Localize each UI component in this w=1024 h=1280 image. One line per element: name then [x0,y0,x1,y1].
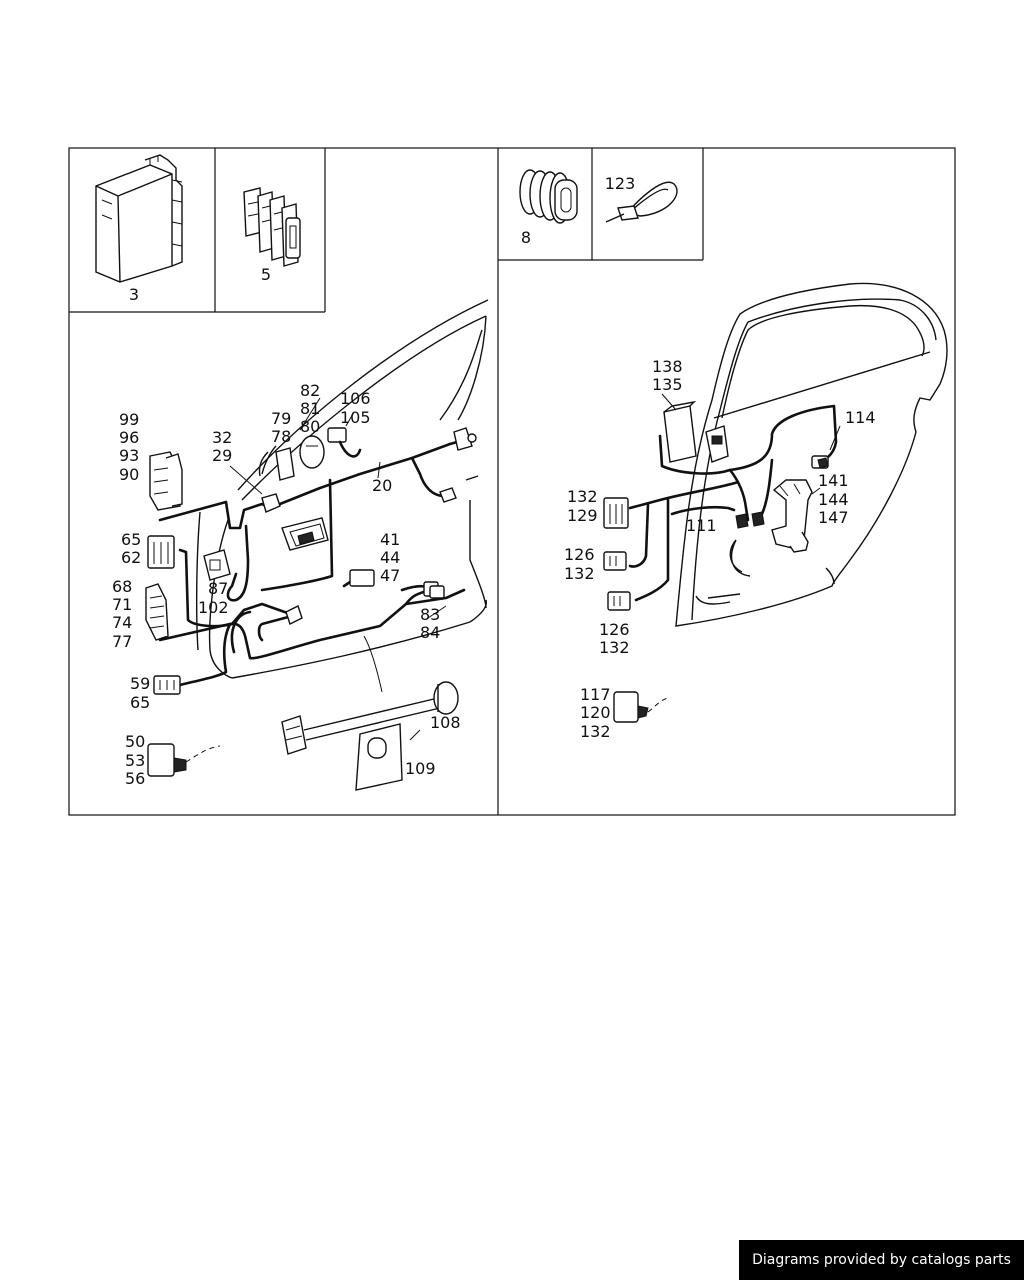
callout-105: 105 [340,408,371,427]
callout-109: 109 [405,759,436,778]
callout-147: 147 [818,508,849,527]
callout-81: 81 [300,399,320,418]
callout-78: 78 [271,427,291,446]
callout-111: 111 [686,516,717,535]
callout-144: 144 [818,490,849,509]
callout-5: 5 [261,265,271,284]
grommet-part [519,169,578,224]
callout-126-lower: 126 [599,620,630,639]
callout-56: 56 [125,769,145,788]
callout-41: 41 [380,530,400,549]
callout-138: 138 [652,357,683,376]
rear-door-components [603,400,829,723]
callout-108: 108 [430,713,461,732]
rear-callouts: 138 135 114 132 129 111 141 144 147 126 … [564,357,876,741]
front-leader-lines [229,397,447,741]
callout-96: 96 [119,428,139,447]
callout-114: 114 [845,408,876,427]
callout-83: 83 [420,605,440,624]
front-callouts: 82 81 80 106 105 79 78 32 29 99 96 93 90… [112,381,461,788]
callout-84: 84 [420,623,440,642]
callout-32: 32 [212,428,232,447]
callout-82: 82 [300,381,320,400]
callout-93: 93 [119,446,139,465]
callout-129: 129 [567,506,598,525]
callout-20: 20 [372,476,392,495]
callout-44: 44 [380,548,400,567]
callout-77: 77 [112,632,132,651]
callout-132-lower: 132 [599,638,630,657]
callout-53: 53 [125,751,145,770]
front-door-components [145,427,477,791]
cable-tie-part [605,181,678,223]
callout-29: 29 [212,446,232,465]
callout-90: 90 [119,465,139,484]
callout-8: 8 [521,228,531,247]
callout-47: 47 [380,566,400,585]
callout-3: 3 [129,285,139,304]
rear-wiring-harness [628,404,838,602]
callout-99: 99 [119,410,139,429]
callout-106: 106 [340,389,371,408]
callout-62: 62 [121,548,141,567]
rear-leader-lines [661,393,841,495]
callout-50: 50 [125,732,145,751]
callout-79: 79 [271,409,291,428]
callout-132-upper: 132 [564,564,595,583]
callout-117: 117 [580,685,611,704]
callout-59: 59 [130,674,150,693]
callout-132-bottom: 132 [580,722,611,741]
callout-65-lower: 65 [130,693,150,712]
callout-71: 71 [112,595,132,614]
callout-74: 74 [112,613,132,632]
callout-68: 68 [112,577,132,596]
callout-102: 102 [198,598,229,617]
connector-5-part [243,187,301,267]
control-module-part [95,154,183,283]
callout-135: 135 [652,375,683,394]
callout-123: 123 [605,174,636,193]
front-wiring-harness [158,438,466,688]
callout-87: 87 [208,579,228,598]
diagram-frames [68,147,956,816]
callout-132-top: 132 [567,487,598,506]
callout-80: 80 [300,417,320,436]
callout-126-upper: 126 [564,545,595,564]
front-door-outline [195,299,489,679]
callout-141: 141 [818,471,849,490]
callout-120: 120 [580,703,611,722]
footer-credit: Diagrams provided by catalogs parts [739,1240,1024,1280]
callout-65-upper: 65 [121,530,141,549]
